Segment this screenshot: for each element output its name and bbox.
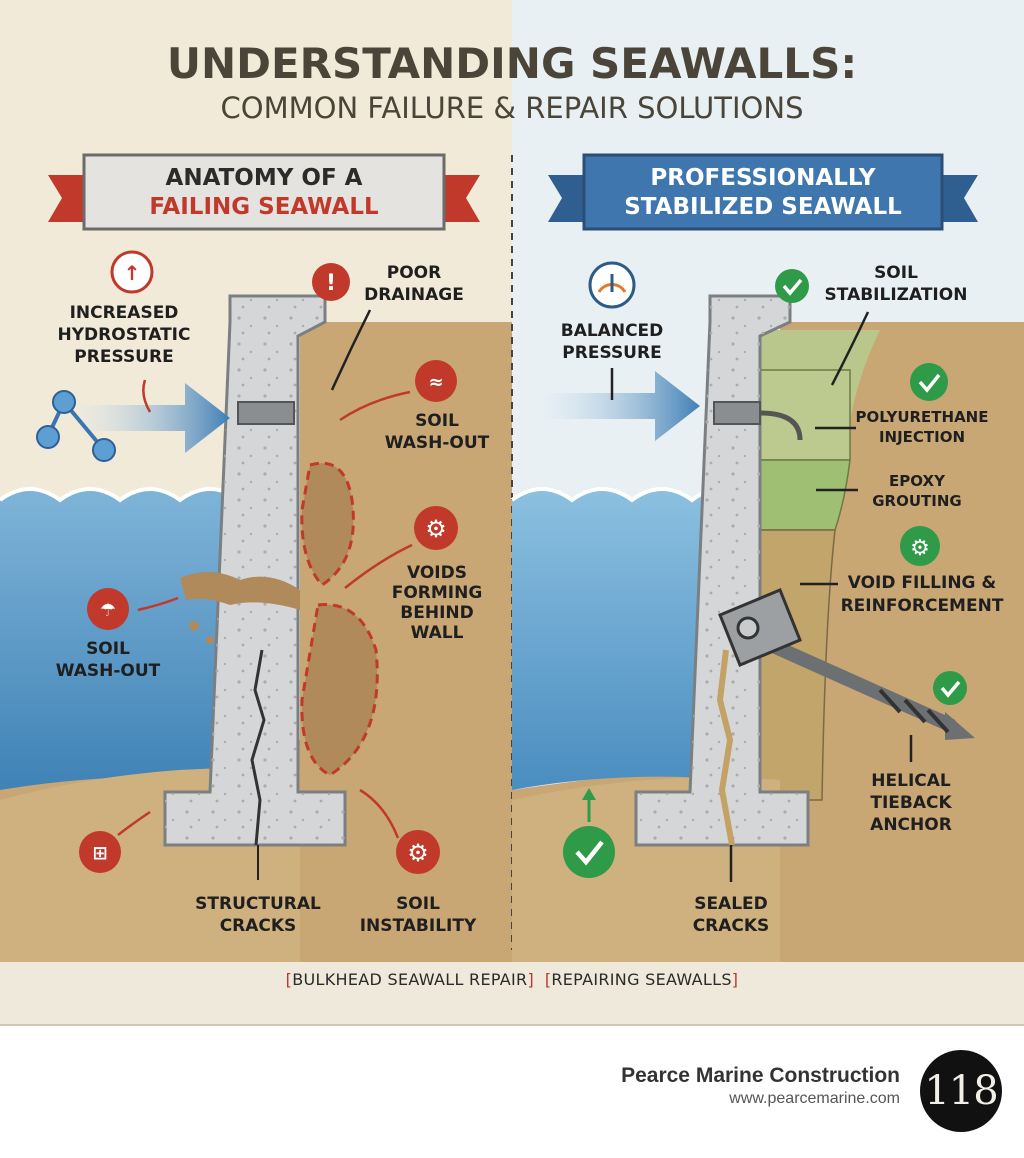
- balanced-label-2: PRESSURE: [562, 343, 661, 363]
- check-icon-base: [563, 826, 615, 878]
- right-banner: PROFESSIONALLY STABILIZED SEAWALL: [548, 155, 978, 229]
- tag-bulkhead-repair[interactable]: BULKHEAD SEAWALL REPAIR: [292, 970, 527, 989]
- washout-right-label-2: WASH-OUT: [385, 433, 490, 453]
- svg-text:⚙: ⚙: [425, 515, 447, 543]
- soil-stabilization-label-1: SOIL: [874, 263, 918, 283]
- void-filling-label-1: VOID FILLING &: [848, 573, 997, 593]
- check-icon-poly: [910, 363, 948, 401]
- svg-text:⊞: ⊞: [92, 843, 107, 864]
- tag-repairing-seawalls[interactable]: REPAIRING SEAWALLS: [551, 970, 731, 989]
- brand-block: Pearce Marine Construction www.pearcemar…: [621, 1064, 900, 1108]
- washout-right-label-1: SOIL: [415, 411, 459, 431]
- svg-text:⚙: ⚙: [910, 536, 930, 561]
- soil-instability-label-1: SOIL: [396, 894, 440, 914]
- gear-icon-instability: ⚙: [396, 830, 440, 874]
- right-banner-line2: STABILIZED SEAWALL: [624, 194, 902, 220]
- epoxy-label-2: GROUTING: [872, 492, 961, 510]
- epoxy-zone: [760, 460, 850, 530]
- pressure-up-icon: ↑: [112, 252, 152, 292]
- svg-text:☂: ☂: [100, 600, 116, 621]
- footer-tags: [BULKHEAD SEAWALL REPAIR] [REPAIRING SEA…: [0, 970, 1024, 989]
- structural-cracks-label-1: STRUCTURAL: [195, 894, 321, 914]
- helical-label-1: HELICAL: [871, 771, 951, 791]
- soil-instability-label-2: INSTABILITY: [360, 916, 477, 936]
- brand-url[interactable]: www.pearcemarine.com: [621, 1090, 900, 1108]
- gear-icon-void: ⚙: [900, 526, 940, 566]
- structural-cracks-label-2: CRACKS: [220, 916, 297, 936]
- soil-stabilization-label-2: STABILIZATION: [825, 285, 968, 305]
- polyurethane-label-2: INJECTION: [879, 428, 965, 446]
- voids-label-2: FORMING: [392, 583, 483, 603]
- poor-drainage-label-2: DRAINAGE: [364, 285, 464, 305]
- page-number-badge: 118: [920, 1050, 1002, 1132]
- sealed-cracks-label-2: CRACKS: [693, 916, 770, 936]
- network-icon: ⊞: [79, 831, 121, 873]
- washout-left-label-2: WASH-OUT: [56, 661, 161, 681]
- svg-text:≈: ≈: [428, 372, 443, 393]
- void-filling-label-2: REINFORCEMENT: [841, 596, 1004, 616]
- hydrostatic-label-2: HYDROSTATIC: [58, 325, 191, 345]
- gauge-icon: [590, 263, 634, 307]
- hydrostatic-label-3: PRESSURE: [74, 347, 173, 367]
- sealed-cracks-label-1: SEALED: [694, 894, 768, 914]
- left-banner-line1: ANATOMY OF A: [166, 165, 363, 191]
- water-drop-icon: ≈: [415, 360, 457, 402]
- svg-text:!: !: [326, 271, 336, 296]
- epoxy-label-1: EPOXY: [889, 472, 946, 490]
- polyurethane-label-1: POLYURETHANE: [855, 408, 988, 426]
- main-title: UNDERSTANDING SEAWALLS:: [167, 39, 857, 88]
- voids-label-4: WALL: [411, 623, 464, 643]
- right-banner-line1: PROFESSIONALLY: [650, 165, 876, 191]
- helical-label-2: TIEBACK: [870, 793, 952, 813]
- check-icon-anchor: [933, 671, 967, 705]
- warning-icon: !: [312, 263, 350, 301]
- helical-label-3: ANCHOR: [870, 815, 952, 835]
- hydrostatic-label-1: INCREASED: [70, 303, 179, 323]
- voids-label-3: BEHIND: [400, 603, 473, 623]
- sub-title: COMMON FAILURE & REPAIR SOLUTIONS: [221, 91, 804, 125]
- voids-label-1: VOIDS: [407, 563, 467, 583]
- poor-drainage-label-1: POOR: [387, 263, 441, 283]
- brand-name: Pearce Marine Construction: [621, 1064, 900, 1088]
- balanced-label-1: BALANCED: [561, 321, 664, 341]
- left-banner-line2: FAILING SEAWALL: [149, 194, 379, 220]
- erosion-icon: ☂: [87, 588, 129, 630]
- svg-text:⚙: ⚙: [407, 839, 429, 867]
- left-banner: ANATOMY OF A FAILING SEAWALL: [48, 155, 480, 229]
- check-icon-soil: [775, 269, 809, 303]
- washout-left-label-1: SOIL: [86, 639, 130, 659]
- gear-icon: ⚙: [414, 506, 458, 550]
- svg-text:↑: ↑: [124, 261, 141, 285]
